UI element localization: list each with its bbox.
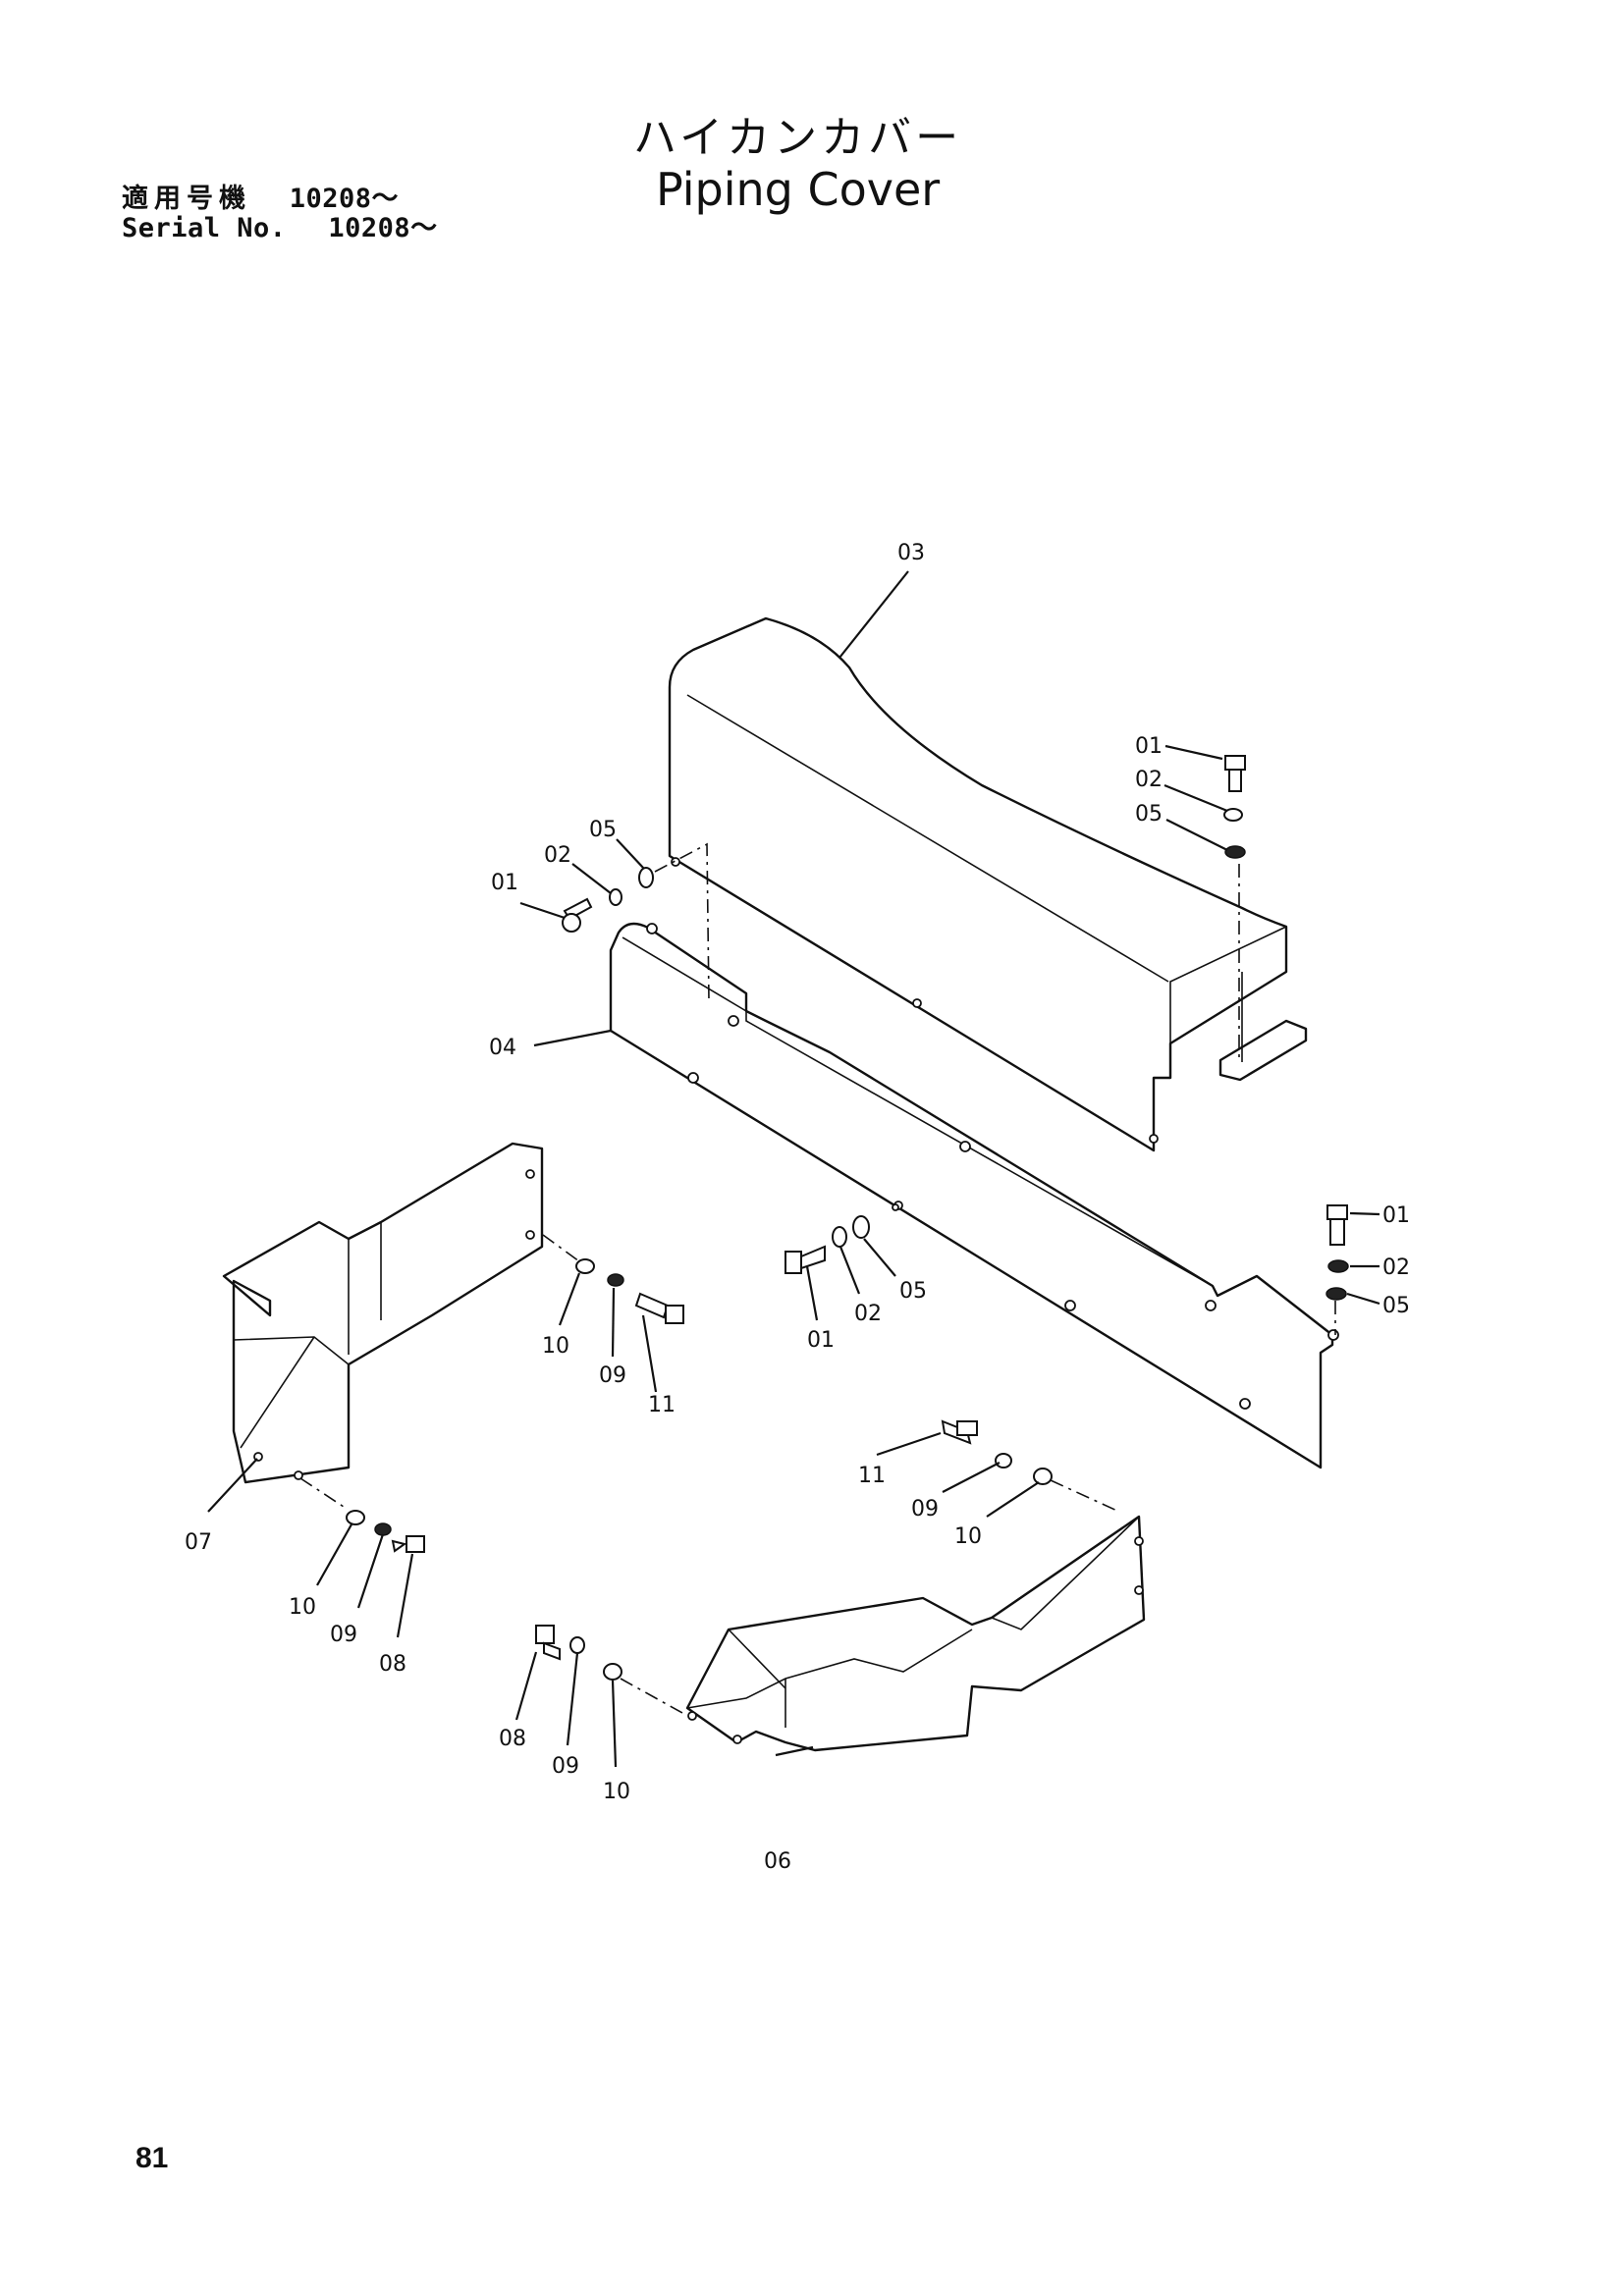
callout-01: 01 (1382, 1203, 1410, 1228)
callout-09: 09 (599, 1363, 626, 1388)
serial-row: Serial No. 10208～ (122, 206, 438, 244)
callout-07: 07 (185, 1530, 212, 1555)
applicable-label: 適用号機 (122, 184, 251, 214)
hardware-plate06-upper (941, 1419, 1120, 1513)
part-06-cover (685, 1515, 1146, 1752)
callout-02: 02 (1382, 1255, 1410, 1280)
applicable-value: 10208～ (289, 184, 400, 214)
callout-06: 06 (764, 1849, 791, 1874)
callout-02: 02 (854, 1302, 882, 1326)
page-number: 81 (135, 2142, 169, 2174)
callout-05: 05 (1382, 1294, 1410, 1318)
callout-10: 10 (289, 1595, 316, 1620)
callout-08: 08 (379, 1652, 406, 1677)
leader-lines (207, 570, 1380, 1768)
hardware-mid (784, 1203, 899, 1274)
page-title: Piping Cover (656, 163, 941, 216)
hardware-plate07-upper (542, 1234, 684, 1324)
callout-10: 10 (954, 1524, 982, 1549)
hardware-top-right (1223, 755, 1246, 1058)
callout-01: 01 (807, 1328, 835, 1353)
callout-05: 05 (589, 818, 617, 842)
callout-09: 09 (911, 1497, 939, 1522)
title-japanese: ハイカンカバー (633, 113, 963, 163)
callout-08: 08 (499, 1727, 526, 1751)
hardware-right (1325, 1204, 1349, 1335)
callout-03: 03 (897, 541, 925, 565)
hardware-top-left (562, 842, 710, 1002)
callout-10: 10 (603, 1780, 630, 1804)
callout-05: 05 (899, 1279, 927, 1304)
part-04-plate (609, 922, 1339, 1469)
part-03-cover (668, 616, 1308, 1152)
part-07-cover (222, 1142, 544, 1484)
callout-01: 01 (1135, 734, 1163, 759)
serial-value: 10208～ (328, 213, 438, 243)
callout-09: 09 (330, 1623, 357, 1647)
callout-02: 02 (544, 843, 571, 868)
callout-10: 10 (542, 1334, 569, 1359)
hardware-plate07-lower (299, 1477, 425, 1553)
applicable-row: 適用号機 10208～ (122, 177, 399, 215)
hardware-plate06-lower (535, 1625, 683, 1714)
callout-11: 11 (858, 1464, 886, 1488)
callout-05: 05 (1135, 802, 1163, 827)
callout-01: 01 (491, 871, 518, 895)
callout-04: 04 (489, 1036, 516, 1060)
callout-02: 02 (1135, 768, 1163, 792)
serial-label: Serial No. (122, 213, 287, 243)
callout-09: 09 (552, 1754, 579, 1779)
callout-11: 11 (648, 1393, 676, 1417)
